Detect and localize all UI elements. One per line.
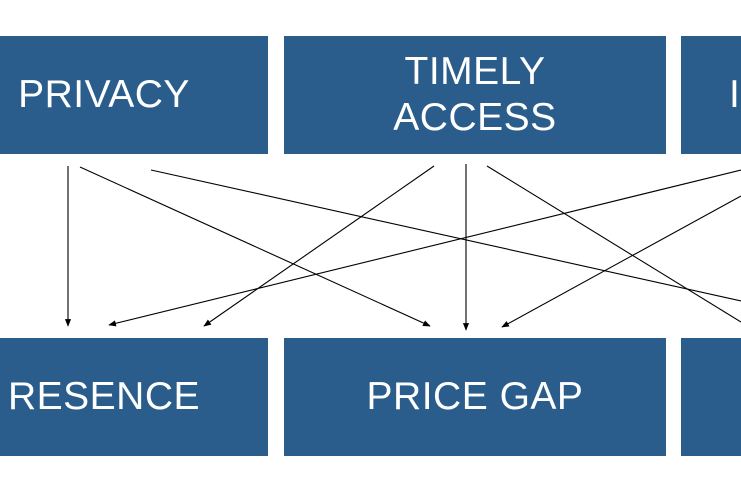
timely-access-label: TIMELY ACCESS bbox=[393, 49, 556, 141]
arrow-privacy-to-bottom-right bbox=[150, 169, 741, 302]
privacy-label: PRIVACY bbox=[18, 73, 190, 116]
top-right-label: I bbox=[729, 73, 741, 116]
price-gap-label: PRICE GAP bbox=[366, 375, 584, 418]
bottom-right-box bbox=[681, 338, 741, 456]
arrow-top-right-to-price-gap bbox=[501, 195, 741, 328]
arrow-timely-access-to-presence bbox=[203, 165, 435, 327]
arrow-timely-access-to-bottom-right bbox=[486, 165, 741, 323]
timely-access-box: TIMELY ACCESS bbox=[284, 36, 666, 154]
arrow-top-right-to-presence bbox=[108, 169, 741, 327]
top-right-box: I bbox=[681, 36, 741, 154]
price-gap-box: PRICE GAP bbox=[284, 338, 666, 456]
timely-access-line1: TIMELY bbox=[404, 50, 546, 93]
privacy-box: PRIVACY bbox=[0, 36, 268, 154]
presence-label: RESENCE bbox=[7, 375, 201, 418]
presence-box: RESENCE bbox=[0, 338, 268, 456]
timely-access-line2: ACCESS bbox=[393, 96, 557, 139]
arrow-privacy-to-price-gap bbox=[79, 166, 431, 327]
